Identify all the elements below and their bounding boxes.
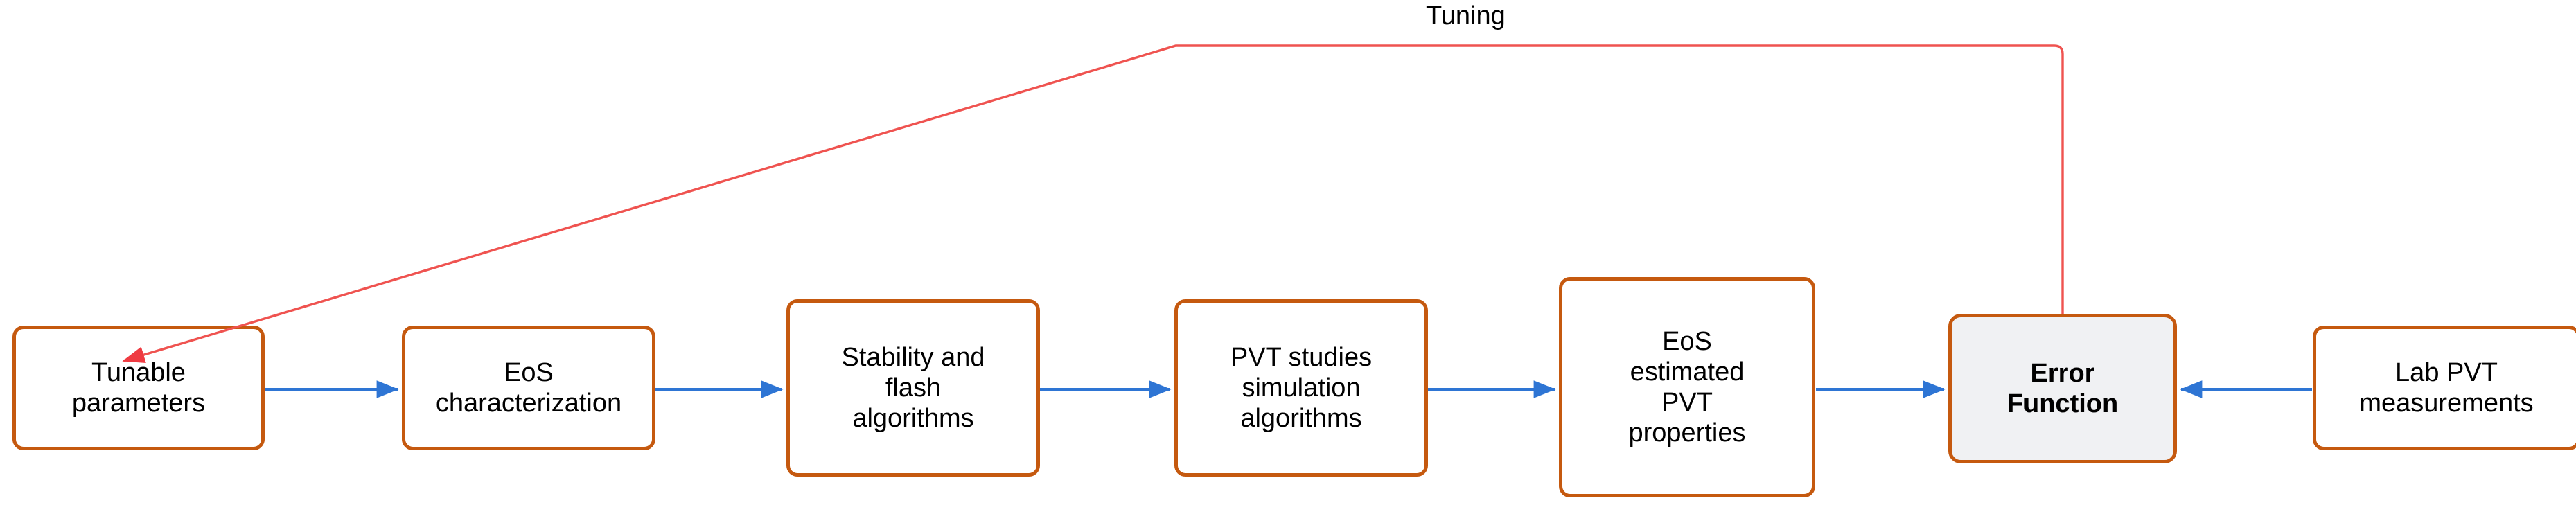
node-label-tunable-parameters: Tunable parameters bbox=[71, 357, 206, 418]
node-label-eos-estimated-pvt-properties: EoS estimated PVT properties bbox=[1628, 326, 1746, 448]
node-label-pvt-studies-simulation-algorithms: PVT studies simulation algorithms bbox=[1230, 342, 1373, 434]
node-stability-and-flash-algorithms[interactable]: Stability and flash algorithms bbox=[786, 299, 1040, 477]
node-label-lab-pvt-measurements: Lab PVT measurements bbox=[2359, 357, 2534, 418]
node-pvt-studies-simulation-algorithms[interactable]: PVT studies simulation algorithms bbox=[1174, 299, 1428, 477]
node-label-error-function: Error Function bbox=[2006, 358, 2119, 418]
node-label-eos-characterization: EoS characterization bbox=[435, 357, 622, 418]
feedback-edge-label: Tuning bbox=[1426, 1, 1506, 30]
node-tunable-parameters[interactable]: Tunable parameters bbox=[12, 326, 265, 450]
node-eos-estimated-pvt-properties[interactable]: EoS estimated PVT properties bbox=[1559, 277, 1815, 497]
node-error-function[interactable]: Error Function bbox=[1948, 314, 2177, 463]
node-lab-pvt-measurements[interactable]: Lab PVT measurements bbox=[2313, 326, 2576, 450]
node-label-stability-and-flash-algorithms: Stability and flash algorithms bbox=[841, 342, 985, 434]
node-eos-characterization[interactable]: EoS characterization bbox=[402, 326, 655, 450]
